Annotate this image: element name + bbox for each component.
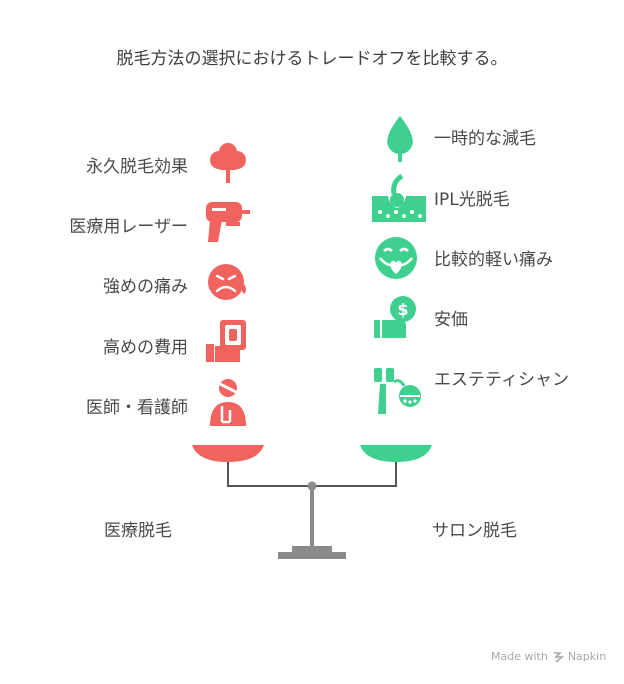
left-item-label-5: 医師・看護師 — [86, 398, 188, 418]
wallet-dollar-icon: $ — [372, 294, 420, 342]
leaf-icon — [378, 114, 422, 164]
tree-icon — [206, 138, 250, 186]
scale-base-top — [292, 546, 332, 552]
right-item-label-2: IPL光脱毛 — [434, 190, 510, 210]
mild-face-icon — [372, 234, 420, 282]
watermark-prefix: Made with — [491, 650, 548, 663]
left-item-label-2: 医療用レーザー — [69, 217, 188, 237]
left-pan — [192, 445, 264, 462]
doctor-icon — [206, 378, 250, 428]
left-item-label-1: 永久脱毛効果 — [86, 157, 188, 177]
scale-post — [310, 488, 314, 546]
laser-gun-icon — [204, 198, 252, 246]
left-item-label-4: 高めの費用 — [103, 338, 188, 358]
scale-base — [278, 552, 346, 559]
right-pan — [360, 445, 432, 462]
right-item-label-5: エステティシャン — [434, 370, 569, 390]
watermark-brand: Napkin — [567, 650, 607, 663]
beauty-tools-icon — [372, 366, 422, 416]
left-item-label-3: 強めの痛み — [103, 277, 188, 297]
diagram-title: 脱毛方法の選択におけるトレードオフを比較する。 — [116, 49, 508, 69]
pained-face-icon — [204, 258, 252, 306]
right-item-label-4: 安価 — [434, 310, 468, 330]
right-item-label-1: 一時的な減毛 — [434, 129, 536, 149]
skin-hair-icon — [370, 174, 428, 224]
right-item-label-3: 比較的軽い痛み — [434, 250, 553, 270]
scale-pivot — [307, 481, 317, 491]
watermark[interactable]: Made with Napkin — [491, 650, 606, 663]
money-hand-icon — [204, 318, 252, 366]
svg-text:$: $ — [397, 300, 408, 319]
left-side-name: 医療脱毛 — [104, 521, 172, 541]
napkin-logo-icon — [553, 651, 564, 663]
right-side-name: サロン脱毛 — [432, 521, 517, 541]
